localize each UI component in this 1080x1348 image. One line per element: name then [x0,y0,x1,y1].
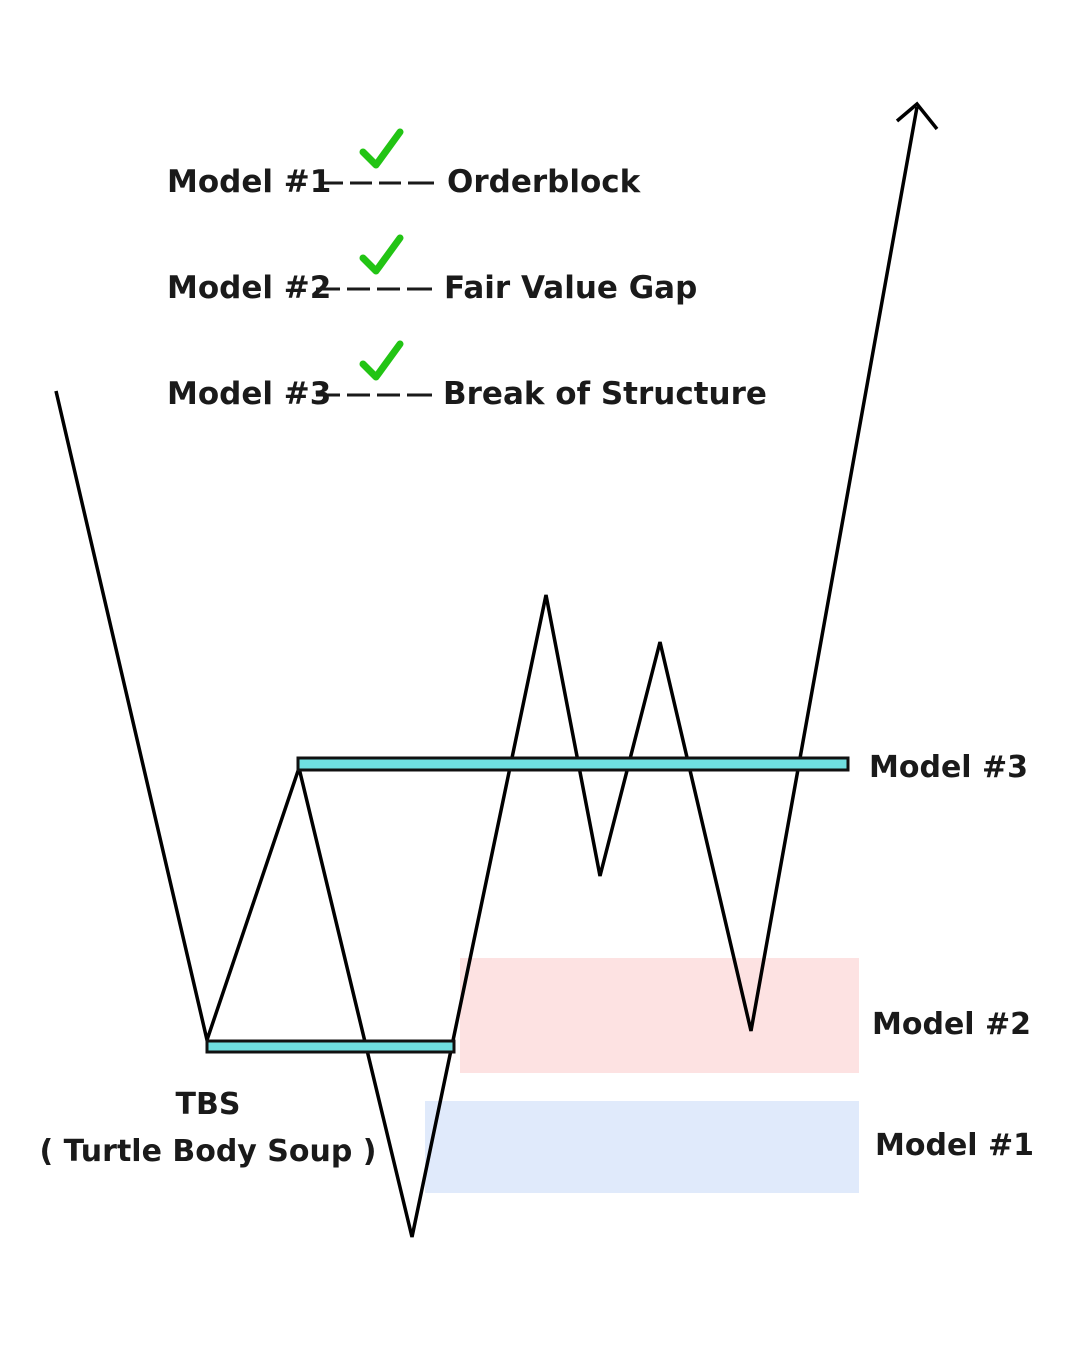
tbs-label: TBS [176,1087,241,1122]
legend-model-label: Model #1 [167,164,331,200]
tbs-level [205,1039,456,1054]
tbs-full-label: ( Turtle Body Soup ) [39,1134,376,1169]
legend-item-model-2: Model #2 Fair Value Gap [167,234,697,306]
legend-item-model-3: Model #3 Break of Structure [167,340,767,412]
legend-model-label: Model #2 [167,270,331,306]
legend-concept-label: Break of Structure [443,376,767,412]
check-icon [359,128,404,169]
fair-value-gap-zone [460,958,859,1073]
price-path-line [54,106,919,1238]
legend-concept-label: Orderblock [447,164,642,200]
model-2-zone-label: Model #2 [872,1007,1031,1042]
check-icon [359,234,404,275]
break-of-structure-level [296,756,850,772]
arrow-up-icon [895,101,939,131]
legend-item-model-1: Model #1 Orderblock [167,128,642,200]
model-3-level-label: Model #3 [869,750,1028,785]
model-1-zone-label: Model #1 [875,1128,1034,1163]
orderblock-zone [425,1101,859,1193]
legend-model-label: Model #3 [167,376,331,412]
legend-concept-label: Fair Value Gap [444,270,697,306]
check-icon [359,340,404,381]
